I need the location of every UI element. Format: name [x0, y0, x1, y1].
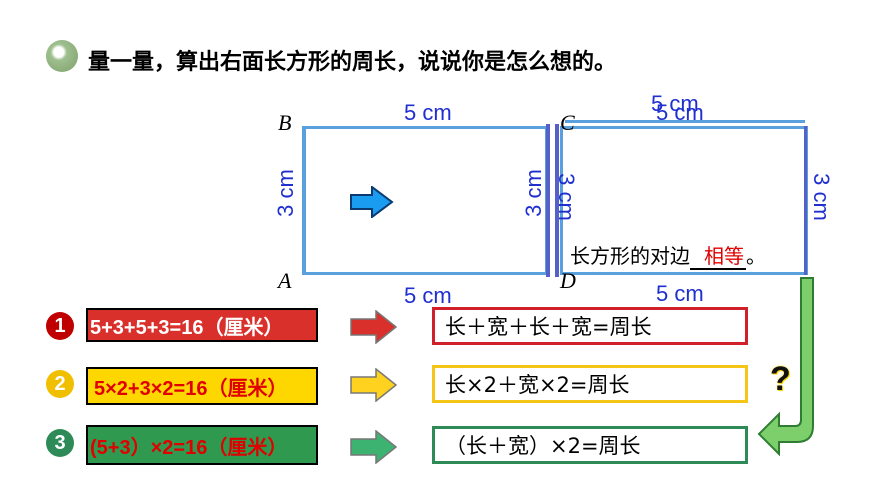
right-rect-right-width: 3 cm [809, 173, 834, 221]
left-rect-right-width: 3 cm [521, 169, 546, 217]
method-2-formula: 5×2+3×2=16（厘米） [86, 367, 318, 405]
right-rect-top-shifted [565, 120, 805, 123]
method-2-words: 长×2＋宽×2=周长 [432, 365, 748, 403]
method-3-number: 3 [46, 429, 74, 457]
right-rect-top-length-shadow: 5 cm [651, 91, 699, 116]
left-rect-left-side [302, 126, 305, 275]
corner-label-c: C [560, 110, 575, 135]
statement-prefix: 长方形的对边 [570, 244, 690, 268]
bullet-icon [46, 40, 78, 72]
page-title: 量一量，算出右面长方形的周长，说说你是怎么想的。 [88, 50, 617, 75]
right-rect-left-side [555, 124, 559, 277]
left-rect-right-side [546, 124, 550, 277]
question-mark: ? [770, 360, 791, 398]
right-rect-right-side [804, 126, 807, 275]
right-rect-bottom-length: 5 cm [656, 281, 704, 306]
statement-answer: 相等 [690, 244, 746, 270]
opposite-sides-statement: 长方形的对边相等。 [570, 240, 766, 270]
method-1-arrow-icon [350, 310, 398, 344]
curved-green-arrow-icon [757, 277, 814, 456]
method-2-arrow-icon [350, 368, 398, 402]
left-rect-bottom-length: 5 cm [404, 283, 452, 308]
corner-label-a: A [278, 268, 292, 293]
right-rect-left-width: 3 cm [554, 173, 579, 221]
corner-label-b: B [278, 110, 292, 135]
method-2-number: 2 [46, 370, 74, 398]
statement-suffix: 。 [746, 244, 766, 268]
method-1-formula: 5+3+5+3=16（厘米） [86, 308, 318, 342]
left-rect-top-length: 5 cm [404, 100, 452, 125]
method-3-formula: (5+3）×2=16（厘米） [86, 425, 318, 465]
left-rectangle [303, 126, 548, 275]
right-rect-top-length: 5 cm [656, 100, 704, 125]
method-3-words: （长＋宽）×2=周长 [432, 426, 748, 464]
method-3-arrow-icon [350, 430, 398, 464]
corner-label-d: D [560, 268, 576, 293]
method-1-number: 1 [46, 312, 74, 340]
method-1-words: 长＋宽＋长＋宽=周长 [432, 307, 748, 345]
left-rect-left-width: 3 cm [273, 169, 298, 217]
move-right-arrow-icon [350, 186, 394, 218]
